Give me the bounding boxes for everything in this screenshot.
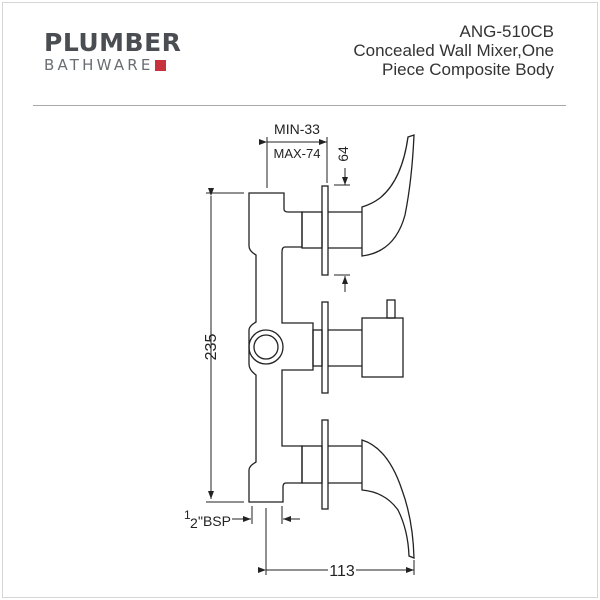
brand-name: PLUMBER <box>44 28 182 57</box>
middle-plate <box>321 301 329 394</box>
brand-square-icon <box>154 59 166 71</box>
brand-logo: PLUMBER BATHWARE <box>44 28 182 75</box>
top-plate <box>321 185 329 276</box>
product-desc-line2: Piece Composite Body <box>382 60 554 79</box>
bottom-lever-handle <box>361 439 415 559</box>
product-title: ANG-510CB Concealed Wall Mixer,One Piece… <box>353 22 554 79</box>
bottom-stem <box>301 445 323 484</box>
bottom-plate <box>321 419 329 510</box>
top-stem <box>301 211 323 249</box>
middle-stem <box>312 329 323 367</box>
top-lever-handle <box>361 134 415 257</box>
dim-wall-min: MIN-33 <box>274 121 320 137</box>
dim-inlet-suffix: "BSP <box>198 513 231 529</box>
dim-height: 235 <box>203 334 220 361</box>
product-desc-line1: Concealed Wall Mixer,One <box>353 41 554 60</box>
dim-inlet-den: 2 <box>190 515 198 531</box>
dim-plate-height: 64 <box>335 146 351 162</box>
inlet-ring-inner <box>253 334 279 360</box>
valve-body <box>248 192 314 503</box>
header-divider <box>33 105 566 106</box>
dim-wall-max: MAX-74 <box>274 146 321 161</box>
dim-depth: 113 <box>329 563 355 580</box>
brand-sub: BATHWARE <box>44 56 154 74</box>
diverter-knob <box>361 317 404 378</box>
product-code: ANG-510CB <box>459 22 554 41</box>
diverter-pin <box>386 299 396 319</box>
dim-inlet-num: 1 <box>184 508 191 522</box>
inlet-ring-outer <box>248 329 284 365</box>
